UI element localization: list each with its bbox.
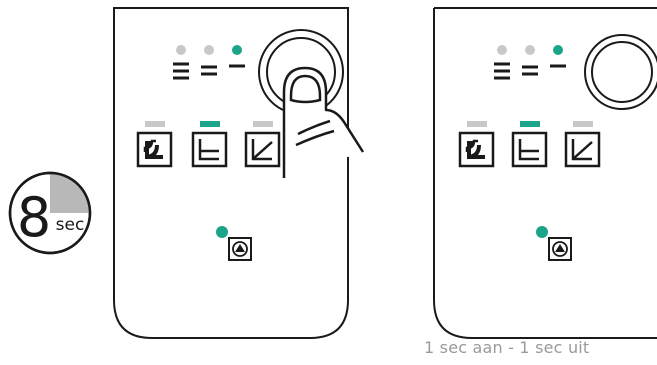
mode-led-3 <box>253 121 273 127</box>
push-button[interactable] <box>585 35 657 109</box>
status-led-1 <box>176 45 186 55</box>
status-led-3 <box>553 45 563 55</box>
slope-curve-mode-icon <box>246 133 279 166</box>
status-led-2 <box>525 45 535 55</box>
mode-led-3 <box>573 121 593 127</box>
status-led-3 <box>232 45 242 55</box>
panel-right <box>434 8 657 338</box>
pump-control <box>536 226 571 260</box>
level-indicator <box>494 64 566 78</box>
mode-led-1 <box>467 121 487 127</box>
floor-heating-mode-icon <box>513 133 546 166</box>
timer-value: 8 <box>17 186 51 249</box>
timer-unit: sec <box>56 215 85 235</box>
pump-led <box>216 226 228 238</box>
slope-curve-mode-icon <box>566 133 599 166</box>
status-led-2 <box>204 45 214 55</box>
panel-left <box>114 8 363 338</box>
mode-led-2 <box>520 121 540 127</box>
status-led-row <box>497 45 563 55</box>
pump-led <box>536 226 548 238</box>
status-led-1 <box>497 45 507 55</box>
radiator-mode-icon <box>460 133 493 166</box>
mode-led-1 <box>145 121 165 127</box>
floor-heating-mode-icon <box>193 133 226 166</box>
radiator-mode-icon <box>138 133 171 166</box>
timer-badge: 8 sec <box>10 173 90 253</box>
mode-led-2 <box>200 121 220 127</box>
blink-caption: 1 sec aan - 1 sec uit <box>424 338 657 357</box>
mode-led-row <box>145 121 273 127</box>
timer-elapsed-wedge <box>50 174 89 213</box>
mode-led-row <box>467 121 593 127</box>
